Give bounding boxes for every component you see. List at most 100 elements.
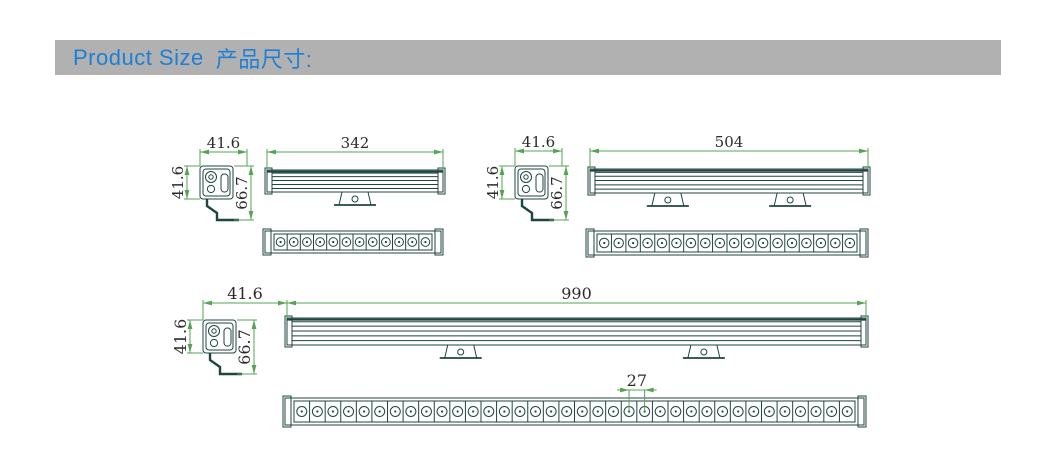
led-cell — [732, 406, 744, 417]
led-cell — [275, 237, 286, 247]
led-cell — [315, 237, 325, 247]
led-cell — [407, 237, 418, 247]
led-cell — [530, 406, 542, 417]
led-cell — [743, 237, 754, 249]
led-cell — [627, 237, 639, 249]
led-cell — [296, 406, 308, 417]
dimension-label: 990 — [561, 284, 592, 303]
mounting-bracket — [773, 192, 807, 207]
led-cell — [354, 237, 365, 247]
led-cell — [671, 237, 682, 249]
led-cell — [288, 237, 299, 247]
led-cell — [772, 237, 783, 249]
led-cell — [483, 406, 495, 417]
led-cell — [801, 237, 812, 249]
section-header: Product Size 产品尺寸: — [55, 40, 1001, 75]
led-cell — [607, 406, 619, 417]
led-cell — [685, 406, 697, 417]
dimension-label: 41.6 — [169, 166, 187, 199]
dimension-label: 66.7 — [235, 329, 254, 365]
end-bracket — [205, 199, 239, 222]
section-title-zh: 产品尺寸: — [215, 46, 313, 72]
led-cell — [514, 406, 526, 417]
led-cell — [748, 406, 760, 417]
led-cell — [311, 406, 323, 417]
led-cell — [728, 237, 740, 249]
end-view: 41.6 41.6 66.7 — [169, 134, 254, 222]
mounting-bracket — [651, 192, 685, 207]
dimension-label: 504 — [715, 133, 744, 151]
dimension-label: 66.7 — [233, 176, 251, 209]
end-view: 41.6 41.6 66.7 — [484, 133, 569, 222]
led-cell — [394, 237, 404, 247]
dimension-label: 342 — [341, 134, 370, 152]
front-view — [262, 228, 444, 256]
mounting-bracket — [444, 344, 478, 359]
led-cell — [327, 406, 339, 417]
led-cell — [779, 406, 791, 417]
led-cell — [576, 406, 588, 417]
led-cell — [367, 237, 378, 247]
drawing-size-342: 41.6 41.6 66.7 342 — [169, 134, 446, 256]
led-cell — [815, 237, 827, 249]
led-cell — [302, 237, 312, 247]
led-cell — [343, 406, 355, 417]
drawing-size-504: 41.6 41.6 66.7 504 — [484, 133, 871, 258]
led-cell — [498, 406, 510, 417]
led-cell — [436, 406, 448, 417]
end-bracket — [520, 199, 554, 222]
section-title-en: Product Size — [73, 44, 204, 70]
led-cell — [389, 406, 401, 417]
led-cell — [701, 406, 713, 417]
dimension-label: 41.6 — [484, 166, 502, 199]
led-cell — [826, 406, 838, 417]
led-cell — [714, 237, 726, 249]
side-view: 990 — [284, 284, 869, 359]
front-view — [585, 228, 869, 258]
led-cell — [561, 406, 573, 417]
led-cell — [654, 406, 666, 417]
led-cell — [841, 406, 853, 417]
led-cell — [717, 406, 729, 417]
led-cell — [405, 406, 417, 417]
mounting-bracket — [338, 191, 372, 206]
dimension-label: 41.6 — [522, 133, 555, 151]
led-cell — [420, 237, 431, 247]
led-cell — [700, 237, 711, 249]
led-cell — [374, 406, 386, 417]
led-cell — [656, 237, 668, 249]
led-cell — [467, 406, 479, 417]
led-cell — [844, 237, 856, 249]
led-cell — [420, 406, 432, 417]
led-cell — [830, 237, 841, 249]
led-cell — [670, 406, 682, 417]
dimension-label: 41.6 — [227, 284, 263, 303]
led-cell — [381, 237, 391, 247]
side-view: 504 — [587, 133, 871, 207]
led-cell — [341, 237, 352, 247]
led-cell — [598, 237, 610, 249]
led-cell — [794, 406, 806, 417]
led-cell — [757, 237, 769, 249]
led-cell — [592, 406, 604, 417]
led-cell — [545, 406, 557, 417]
dimension-label: 66.7 — [548, 176, 566, 209]
led-cell — [763, 406, 775, 417]
side-view: 342 — [264, 134, 446, 206]
led-cell — [786, 237, 798, 249]
led-cell — [613, 237, 624, 249]
front-view: 27 — [282, 371, 867, 428]
led-cell — [642, 237, 653, 249]
led-cell — [452, 406, 464, 417]
dimension-label: 41.6 — [207, 134, 240, 152]
led-cell — [685, 237, 697, 249]
led-cell — [358, 406, 370, 417]
led-cell — [328, 237, 339, 247]
led-cell — [810, 406, 822, 417]
dimension-label: 27 — [627, 371, 647, 390]
mounting-bracket — [687, 344, 721, 359]
